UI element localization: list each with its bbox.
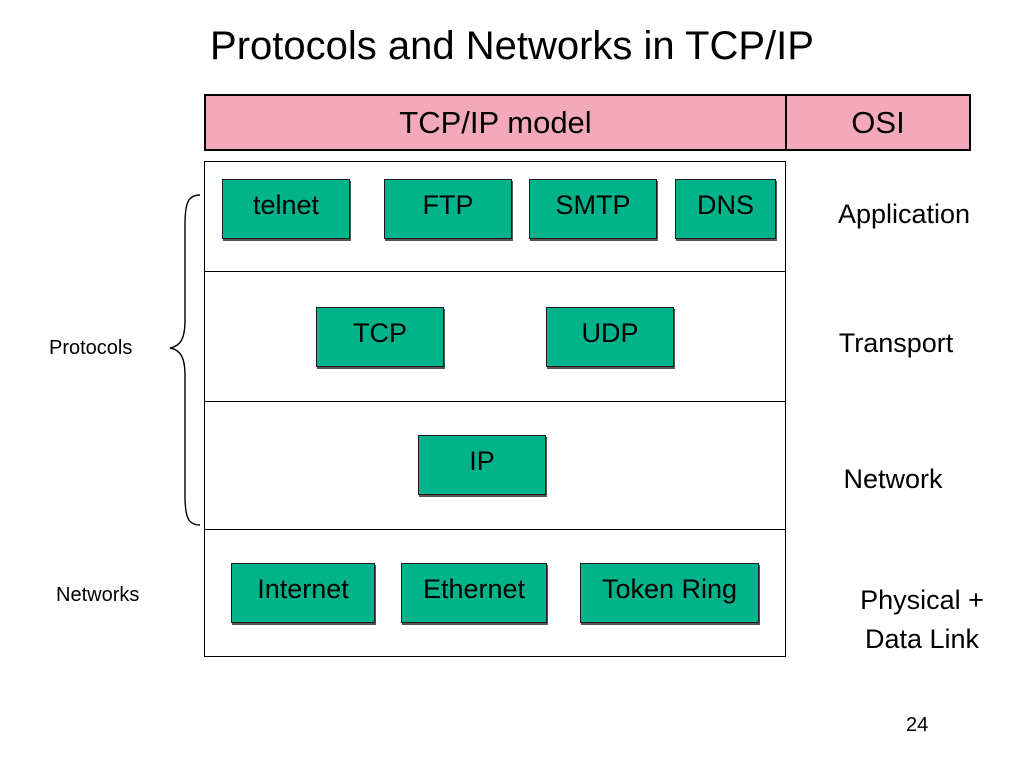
- osi-physical-label: Physical +: [860, 585, 984, 615]
- osi-network-label: Network: [843, 464, 943, 494]
- networks-side-label: Networks: [56, 584, 140, 606]
- osi-application-label: Application: [837, 199, 971, 229]
- tcp-box: TCP: [316, 307, 444, 367]
- ip-box: IP: [418, 435, 546, 495]
- osi-header: OSI: [851, 104, 905, 140]
- protocols-side-label: Protocols: [49, 337, 133, 359]
- internet-box: Internet: [231, 563, 375, 623]
- layer-divider-network-physical: [204, 529, 786, 530]
- tcpip-stack-frame: [204, 161, 786, 657]
- telnet-box: telnet: [222, 179, 350, 239]
- osi-data-link-label: Data Link: [864, 624, 980, 654]
- tcpip-model-header: TCP/IP model: [206, 96, 787, 149]
- layer-divider-transport-network: [204, 401, 786, 402]
- token-ring-box: Token Ring: [580, 563, 759, 623]
- smtp-box: SMTP: [529, 179, 657, 239]
- udp-box: UDP: [546, 307, 674, 367]
- ethernet-box: Ethernet: [401, 563, 547, 623]
- layer-divider-application-transport: [204, 271, 786, 272]
- dns-box: DNS: [675, 179, 776, 239]
- ftp-box: FTP: [384, 179, 512, 239]
- page-number: 24: [906, 714, 929, 736]
- osi-transport-label: Transport: [838, 328, 954, 358]
- slide-title: Protocols and Networks in TCP/IP: [210, 24, 814, 68]
- model-header-bar: TCP/IP model OSI: [204, 94, 971, 151]
- protocols-brace-icon: [169, 194, 201, 526]
